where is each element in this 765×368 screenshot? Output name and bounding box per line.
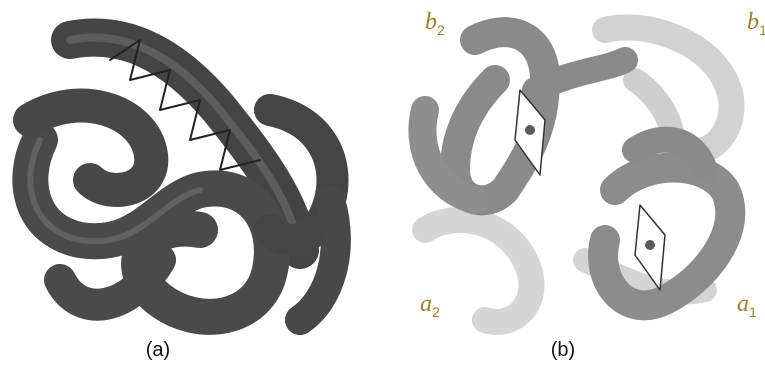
loop-tube-3 — [60, 260, 160, 305]
iron-atom-b2 — [525, 125, 535, 135]
iron-atom-a1 — [645, 240, 655, 250]
subunit-a2-light-tube — [425, 220, 531, 322]
panel-b: b2 b1 a2 a1 (b) — [385, 0, 765, 368]
label-a1: a1 — [737, 292, 757, 319]
caption-b: (b) — [533, 339, 593, 362]
caption-a: (a) — [128, 339, 188, 362]
hemoglobin-tube-diagram — [385, 0, 765, 368]
label-a2: a2 — [420, 292, 440, 319]
panel-a: (a) — [0, 0, 380, 368]
myoglobin-tube-diagram — [0, 0, 380, 368]
label-b2: b2 — [425, 10, 445, 37]
label-b1: b1 — [747, 10, 765, 37]
